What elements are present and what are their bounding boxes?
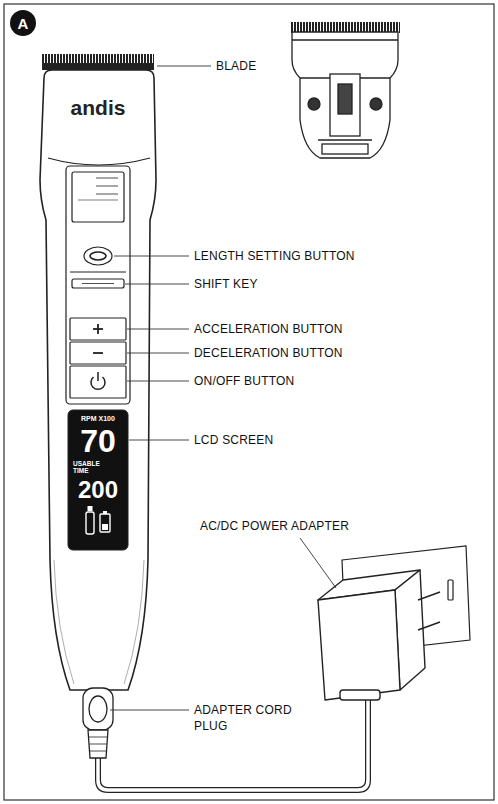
cord-plug [90, 744, 107, 745]
blade-detail [330, 74, 360, 136]
part-label: AC/DC POWER ADAPTER [200, 518, 349, 534]
leader-lines [127, 329, 189, 330]
control-panel [72, 279, 124, 288]
blade-detail [370, 98, 382, 110]
power-cord [98, 688, 368, 790]
control-panel [70, 366, 126, 398]
clipper-housing [40, 70, 156, 690]
blade-detail [338, 84, 352, 114]
lcd-screen [102, 524, 108, 530]
figure-badge: A [10, 10, 36, 36]
control-panel [96, 178, 118, 179]
control-panel [78, 200, 118, 201]
lcd-screen [88, 506, 93, 511]
part-label: SHIFT KEY [194, 276, 258, 292]
power-adapter [340, 690, 380, 700]
part-label: LENGTH SETTING BUTTON [194, 248, 355, 264]
lcd-screen [103, 511, 107, 514]
leader-lines [127, 353, 189, 354]
lcd-caption: USABLE TIME [73, 460, 103, 474]
control-panel [70, 318, 126, 340]
part-label: LCD SCREEN [194, 432, 273, 448]
clipper-housing [40, 70, 156, 690]
leader-lines [300, 538, 336, 588]
clipper-blade [42, 63, 154, 70]
control-panel [70, 271, 126, 272]
blade-detail [292, 39, 398, 40]
blade-detail [308, 98, 320, 110]
leader-lines [114, 256, 189, 257]
cord-plug [89, 737, 107, 738]
leader-lines [110, 66, 336, 710]
part-label: ON/OFF BUTTON [194, 373, 294, 389]
control-panel [84, 247, 112, 265]
cord-plug [88, 730, 108, 758]
cord-plug [90, 751, 106, 752]
badge-letter: A [18, 15, 29, 32]
frame [4, 4, 494, 800]
button-symbols [97, 324, 99, 334]
blade-detail [292, 32, 398, 158]
lcd-value: 70 [70, 424, 126, 458]
leader-lines [157, 66, 211, 67]
blade-detail [290, 22, 400, 158]
leader-lines [129, 440, 189, 441]
button-symbols [93, 352, 103, 354]
part-label: ADAPTER CORD PLUG [194, 702, 324, 734]
cord-plug [83, 688, 113, 758]
lcd-screen [68, 410, 128, 550]
cord-plug [83, 688, 113, 730]
blade-detail [322, 144, 368, 154]
part-label: ACCELERATION BUTTON [194, 321, 343, 337]
part-label: DECELERATION BUTTON [194, 345, 343, 361]
control-panel [72, 172, 124, 222]
control-panel [66, 166, 130, 404]
lcd-unit: RPM X100 [70, 415, 126, 423]
button-symbols [97, 372, 99, 381]
control-panel [82, 283, 114, 284]
clipper-housing [48, 158, 150, 165]
clipper-blade [42, 54, 154, 70]
part-label: BLADE [216, 58, 256, 74]
clipper-housing [54, 560, 74, 684]
power-adapter [418, 592, 440, 600]
power-adapter [318, 570, 440, 700]
control-panel [96, 186, 118, 187]
leader-lines [125, 284, 189, 285]
clipper-housing [124, 560, 144, 684]
button-symbols [91, 324, 105, 389]
power-adapter [318, 590, 400, 700]
lcd-screen [68, 410, 128, 550]
blade-detail [318, 139, 372, 140]
power-cord [98, 688, 368, 790]
power-adapter [418, 622, 440, 630]
control-panel [70, 342, 126, 364]
cord-plug [89, 696, 107, 722]
leader-lines [110, 710, 189, 711]
lcd-screen [86, 512, 94, 534]
control-panel [90, 252, 106, 260]
lcd-value: 200 [70, 477, 126, 503]
frame [4, 4, 494, 800]
brand-logo: andis [48, 96, 148, 120]
wall-outlet [448, 580, 453, 600]
leader-lines [127, 381, 189, 382]
control-panel [66, 166, 130, 404]
power-cord [98, 688, 368, 790]
control-panel [96, 194, 118, 195]
lcd-screen [100, 514, 110, 532]
